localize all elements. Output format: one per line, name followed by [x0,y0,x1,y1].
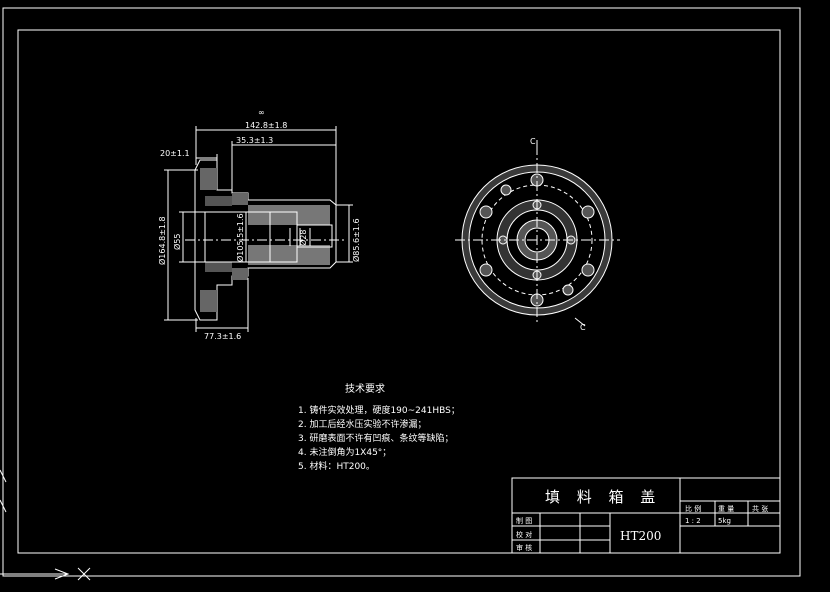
requirements-title: 技术要求 [345,382,385,395]
section-mark-top: C [530,137,536,146]
dim-length-77: 77.3±1.6 [204,332,241,341]
dim-dia-inner: Ø28 [298,230,308,246]
requirement-item-1: 1. 铸件实效处理，硬度190~241HBS； [298,404,460,416]
role-draw: 制 图 [516,516,532,525]
scale-value: 1 : 2 [685,517,701,525]
dim-length-35: 35.3±1.3 [236,136,273,145]
requirement-item-3: 3. 研磨表面不许有凹痕、条纹等缺陷； [298,432,453,444]
dim-dia-55: Ø55 [172,234,182,250]
dim-overall-length: 142.8±1.8 [245,121,287,130]
weight-value: 5kg [718,517,731,525]
requirement-item-2: 2. 加工后经水压实验不许渗漏； [298,418,426,430]
dim-dia-flange: Ø164.8±1.8 [157,216,167,265]
material-label: HT200 [620,529,661,543]
role-review: 审 核 [516,543,532,552]
drawing-title: 填 料 箱 盖 [545,488,661,506]
view-symbol: ∞ [258,108,265,117]
section-view [164,126,353,332]
ucs-axis-icon[interactable] [0,469,91,581]
scale-header: 比 例 [685,504,701,513]
weight-header: 重 量 [718,505,734,513]
sheets-header: 共 张 [752,504,768,513]
section-mark-bottom: C [580,323,586,332]
outer-border [2,7,801,577]
dim-dia-bore: Ø105.5±1.6 [235,213,245,262]
end-view [455,140,620,327]
requirement-item-4: 4. 未注倒角为1X45°； [298,446,391,458]
dim-flange-thk: 20±1.1 [160,149,190,158]
inner-border [17,29,781,554]
title-block [511,477,781,554]
role-check: 校 对 [516,530,532,539]
dim-dia-boss: Ø85.6±1.6 [351,218,361,262]
requirement-item-5: 5. 材料：HT200。 [298,460,375,472]
